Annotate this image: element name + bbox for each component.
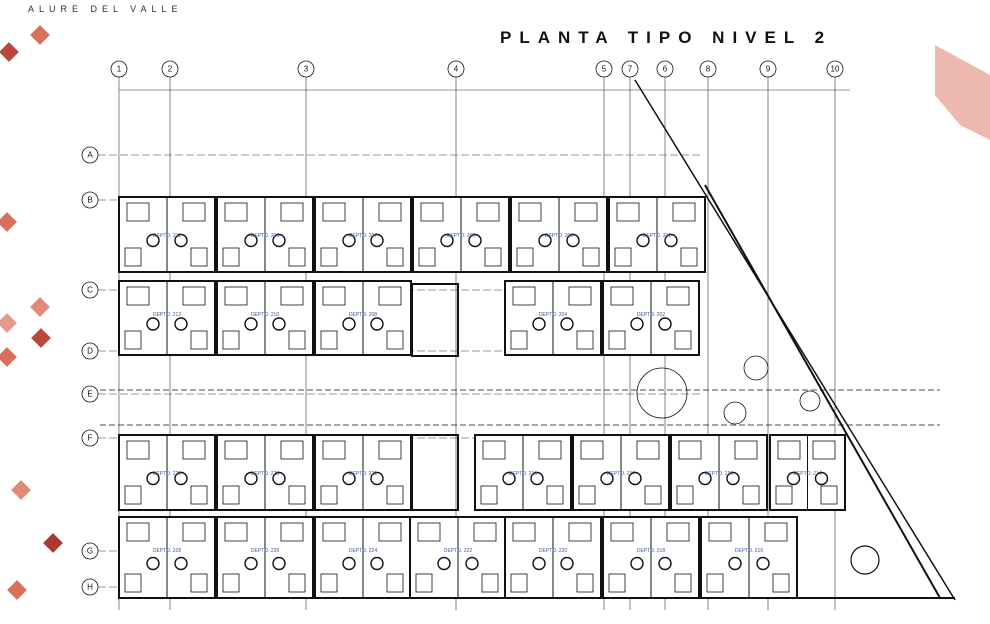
grid-label: 1 xyxy=(117,65,122,74)
unit-label: DEPTO. 222 xyxy=(444,548,472,554)
decor-shape xyxy=(935,45,990,140)
grid-bubble xyxy=(161,60,179,78)
apartment-unit: DEPTO. 217 xyxy=(572,434,670,511)
grid-label: C xyxy=(87,286,93,295)
apartment-unit: DEPTO. 210 xyxy=(216,280,314,356)
apartment-unit: DEPTO. 224 xyxy=(314,516,412,599)
unit-label: DEPTO. 210 xyxy=(251,312,279,318)
grid-bubble xyxy=(759,60,777,78)
unit-label: DEPTO. 223 xyxy=(251,471,279,477)
diagonal-wall xyxy=(704,184,941,599)
unit-label: DEPTO. 211 xyxy=(153,233,181,239)
unit-label: DEPTO. 205 xyxy=(447,233,475,239)
grid-label: 5 xyxy=(602,65,607,74)
brand-name: ALURE DEL VALLE xyxy=(28,4,183,14)
grid-label: 3 xyxy=(304,65,309,74)
grid-label: F xyxy=(88,434,93,443)
unit-label: DEPTO. 215 xyxy=(705,471,733,477)
grid-bubble xyxy=(110,60,128,78)
grid-bubble xyxy=(595,60,613,78)
grid-bubble xyxy=(81,542,99,560)
plan-title: PLANTA TIPO NIVEL 2 xyxy=(500,28,833,47)
unit-label: DEPTO. 219 xyxy=(509,471,537,477)
apartment-unit: DEPTO. 209 xyxy=(216,196,314,273)
apartment-unit: DEPTO. 216 xyxy=(700,516,798,599)
planter xyxy=(850,545,880,575)
unit-label: DEPTO. 217 xyxy=(607,471,635,477)
stair-core xyxy=(411,434,459,511)
grid-bubble xyxy=(81,146,99,164)
unit-label: DEPTO. 224 xyxy=(349,548,377,554)
grid-bubble xyxy=(621,60,639,78)
planter xyxy=(636,367,688,419)
unit-label: DEPTO. 203 xyxy=(545,233,573,239)
grid-bubble xyxy=(826,60,844,78)
unit-label: DEPTO. 225 xyxy=(153,471,181,477)
grid-label: 9 xyxy=(766,65,771,74)
unit-label: DEPTO. 218 xyxy=(637,548,665,554)
diagonal-boundary xyxy=(634,79,956,601)
grid-label: 8 xyxy=(706,65,711,74)
planter xyxy=(799,390,821,412)
unit-label: DEPTO. 228 xyxy=(153,548,181,554)
grid-label: E xyxy=(87,390,92,399)
grid-bubble xyxy=(656,60,674,78)
apartment-unit: DEPTO. 207 xyxy=(314,196,412,273)
unit-label: DEPTO. 221 xyxy=(349,471,377,477)
apartment-unit: DEPTO. 220 xyxy=(504,516,602,599)
grid-bubble xyxy=(81,281,99,299)
unit-label: DEPTO. 209 xyxy=(251,233,279,239)
apartment-unit: DEPTO. 223 xyxy=(216,434,314,511)
unit-label: DEPTO. 214 xyxy=(793,471,821,477)
apartment-unit: DEPTO. 204 xyxy=(504,280,602,356)
apartment-unit: DEPTO. 228 xyxy=(118,516,216,599)
unit-label: DEPTO. 216 xyxy=(735,548,763,554)
apartment-unit: DEPTO. 214 xyxy=(769,434,846,511)
apartment-unit: DEPTO. 208 xyxy=(314,280,412,356)
apartment-unit: DEPTO. 221 xyxy=(314,434,412,511)
apartment-unit: DEPTO. 203 xyxy=(510,196,608,273)
apartment-unit: DEPTO. 215 xyxy=(670,434,768,511)
unit-label: DEPTO. 207 xyxy=(349,233,377,239)
planter xyxy=(723,401,747,425)
apartment-unit: DEPTO. 226 xyxy=(216,516,314,599)
unit-label: DEPTO. 202 xyxy=(637,312,665,318)
grid-bubble xyxy=(81,429,99,447)
unit-label: DEPTO. 204 xyxy=(539,312,567,318)
grid-bubble xyxy=(699,60,717,78)
grid-label: H xyxy=(87,583,93,592)
unit-label: DEPTO. 212 xyxy=(153,312,181,318)
grid-label: 7 xyxy=(628,65,633,74)
grid-label: 2 xyxy=(168,65,173,74)
unit-label: DEPTO. 226 xyxy=(251,548,279,554)
grid-label: B xyxy=(87,196,92,205)
apartment-unit: DEPTO. 225 xyxy=(118,434,216,511)
grid-label: D xyxy=(87,347,93,356)
apartment-unit: DEPTO. 202 xyxy=(602,280,700,356)
grid-bubble xyxy=(447,60,465,78)
stair-core xyxy=(411,283,459,357)
apartment-unit: DEPTO. 218 xyxy=(602,516,700,599)
apartment-unit: DEPTO. 205 xyxy=(412,196,510,273)
apartment-unit: DEPTO. 219 xyxy=(474,434,572,511)
apartment-unit: DEPTO. 212 xyxy=(118,280,216,356)
grid-bubble xyxy=(81,191,99,209)
grid-label: 10 xyxy=(831,65,840,74)
unit-label: DEPTO. 208 xyxy=(349,312,377,318)
grid-label: 6 xyxy=(663,65,668,74)
grid-label: G xyxy=(87,547,93,556)
grid-bubble xyxy=(81,342,99,360)
unit-label: DEPTO. 220 xyxy=(539,548,567,554)
planter xyxy=(743,355,769,381)
apartment-unit: DEPTO. 211 xyxy=(118,196,216,273)
grid-label: A xyxy=(87,151,93,160)
apartment-unit: DEPTO. 201 xyxy=(608,196,706,273)
grid-bubble xyxy=(81,578,99,596)
grid-label: 4 xyxy=(454,65,459,74)
apartment-unit: DEPTO. 222 xyxy=(409,516,507,599)
grid-bubble xyxy=(81,385,99,403)
grid-bubble xyxy=(297,60,315,78)
unit-label: DEPTO. 201 xyxy=(643,233,671,239)
